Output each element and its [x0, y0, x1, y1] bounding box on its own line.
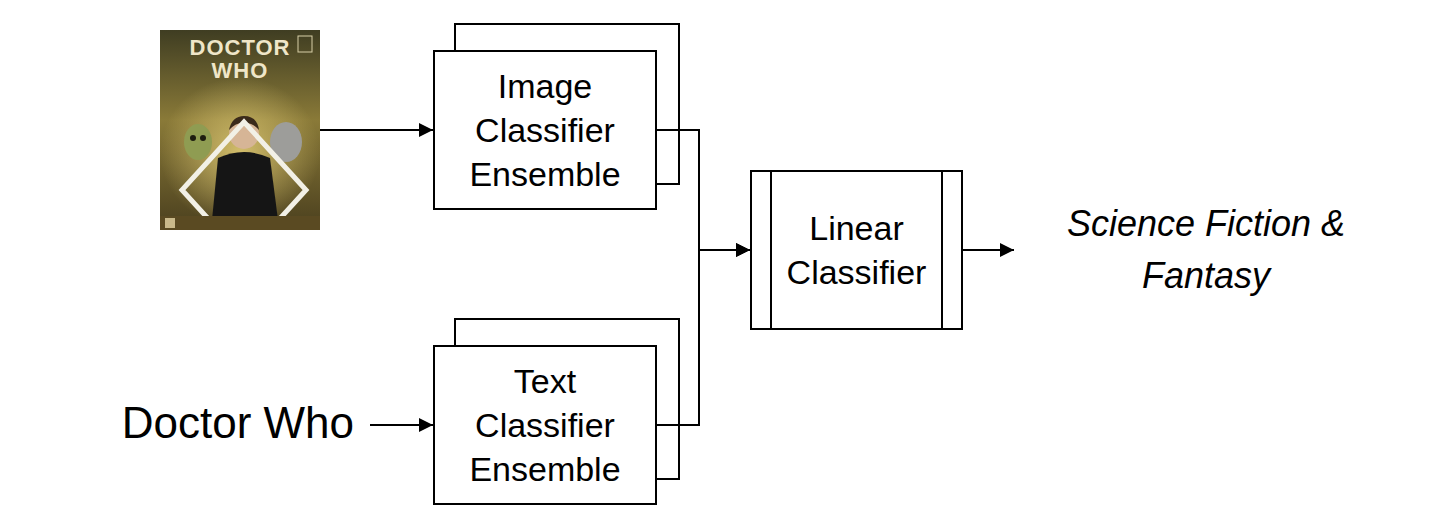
- connector-arrow: [657, 130, 750, 250]
- node-text: Doctor Who: [122, 397, 354, 450]
- connector-arrow: [370, 424, 433, 426]
- bar-line: [770, 172, 772, 328]
- creature-eye: [190, 135, 196, 141]
- creature-eye: [200, 135, 206, 141]
- connector-arrow: [320, 129, 433, 131]
- cover-footer: [160, 216, 320, 230]
- cover-badge: [298, 36, 312, 52]
- alien-creature: [184, 124, 212, 160]
- diamond-frame: [182, 122, 306, 230]
- figure-jacket: [212, 152, 278, 220]
- input-text: Doctor Who: [70, 388, 370, 458]
- output-label: Science Fiction & Fantasy: [1014, 188, 1382, 313]
- ensemble-box: Text Classifier Ensemble: [433, 345, 657, 505]
- bar-line: [941, 172, 943, 328]
- book-cover: DOCTOR WHO: [160, 30, 320, 230]
- node-text: Text Classifier Ensemble: [449, 359, 641, 492]
- node-text: Image Classifier Ensemble: [449, 64, 641, 197]
- ensemble-box: Image Classifier Ensemble: [433, 50, 657, 210]
- node-text: Science Fiction & Fantasy: [1040, 198, 1372, 302]
- connector-arrow: [963, 249, 1014, 251]
- footer-logo: [165, 218, 175, 228]
- node-text: Linear Classifier: [778, 206, 935, 294]
- cover-title: DOCTOR WHO: [185, 36, 295, 82]
- connector-arrow: [657, 250, 750, 425]
- classifier-box: Linear Classifier: [750, 170, 963, 330]
